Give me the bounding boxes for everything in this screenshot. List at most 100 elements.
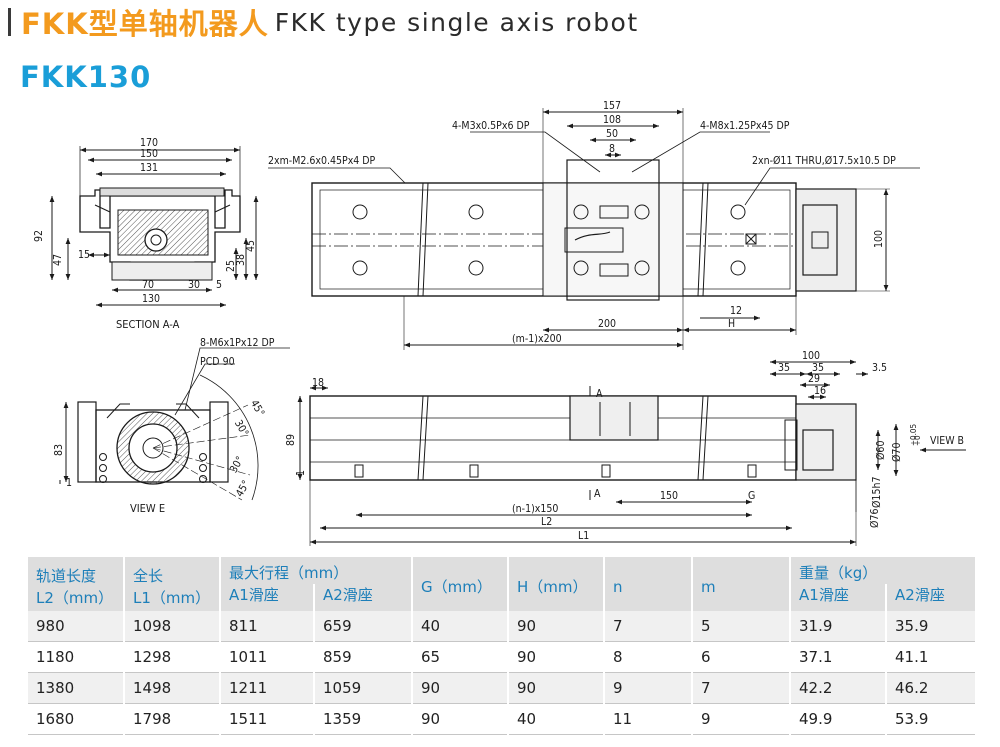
table-cell: 53.9 [886, 703, 978, 735]
table-cell: 1380 [28, 672, 125, 704]
side-view [297, 359, 966, 546]
dim-h: H [728, 318, 735, 330]
table-cell: 46.2 [886, 672, 978, 704]
dim-47: 47 [52, 254, 64, 266]
dim-1: 1 [66, 477, 72, 489]
header-n: n [604, 557, 694, 611]
table-cell: 1098 [124, 611, 221, 642]
table-cell: 49.9 [790, 703, 888, 735]
callout-m3: 4-M3x0.5Px6 DP [452, 120, 530, 132]
table-cell: 6 [692, 641, 792, 673]
dim-16: 16 [814, 385, 826, 397]
view-b-label: VIEW B [930, 435, 964, 447]
table-cell: 9 [692, 703, 792, 735]
table-cell: 659 [314, 611, 414, 642]
dim-dia60: Ø60 [875, 441, 887, 460]
section-mark-a-top: A [596, 388, 603, 400]
header: FKK型单轴机器人 FKK type single axis robot [8, 4, 639, 41]
tolerance-lower: +0 [913, 435, 922, 446]
header-h: H（mm） [508, 557, 606, 611]
table-cell: 1511 [220, 703, 315, 735]
end-view [59, 347, 290, 501]
table-header-row-2: A1滑座 A2滑座 A1滑座 A2滑座 [28, 584, 978, 611]
table-cell: 980 [28, 611, 125, 642]
table-cell: 5 [692, 611, 792, 642]
dim-35-b: 35 [812, 362, 824, 374]
table-cell: 7 [692, 672, 792, 704]
table-cell: 811 [220, 611, 315, 642]
dim-130: 130 [142, 293, 160, 305]
header-stroke-a1: A1滑座 [220, 584, 315, 611]
header-stroke-a2: A2滑座 [314, 584, 414, 611]
dim-92: 92 [33, 230, 45, 242]
section-view [49, 146, 259, 308]
table-cell: 1011 [220, 641, 315, 673]
table-cell: 90 [412, 703, 510, 735]
top-view-labels: 2xm-M2.6x0.45Px4 DP 4-M3x0.5Px6 DP 4-M8x… [268, 100, 896, 345]
table-cell: 1298 [124, 641, 221, 673]
dim-83: 83 [53, 444, 65, 456]
table-cell: 41.1 [886, 641, 978, 673]
callout-pcd: PCD 90 [200, 356, 235, 368]
table-cell: 1498 [124, 672, 221, 704]
header-m: m [692, 557, 792, 611]
table-cell: 90 [412, 672, 510, 704]
dim-dia70: Ø70 [891, 443, 903, 462]
top-view [268, 108, 920, 350]
dim-n-pitch: (n-1)x150 [512, 503, 558, 515]
dim-100: 100 [873, 230, 885, 248]
table-cell: 40 [508, 703, 606, 735]
dim-50: 50 [606, 128, 618, 140]
callout-thru-hole: 2xn-Ø11 THRU,Ø17.5x10.5 DP [752, 155, 896, 167]
table-cell: 7 [604, 611, 694, 642]
header-g: G（mm） [412, 557, 510, 611]
title-english: FKK type single axis robot [274, 7, 639, 37]
table-cell: 42.2 [790, 672, 888, 704]
dim-200: 200 [598, 318, 616, 330]
table-cell: 1798 [124, 703, 221, 735]
dim-l1: L1 [578, 530, 589, 542]
table-cell: 1180 [28, 641, 125, 673]
table-cell: 1680 [28, 703, 125, 735]
table-cell: 1359 [314, 703, 414, 735]
table-cell: 90 [508, 672, 606, 704]
table-cell: 90 [508, 611, 606, 642]
section-label: SECTION A-A [116, 318, 180, 331]
dim-157: 157 [603, 100, 621, 112]
dim-25: 25 [225, 260, 237, 272]
table-cell: 8 [604, 641, 694, 673]
angle-45-top: 45° [248, 398, 267, 419]
dim-dia15h7: Ø15h7 [871, 477, 883, 508]
dim-dia76: Ø76 [869, 509, 881, 528]
side-view-labels: 18 89 1 A A 150 G (n-1)x150 L2 L1 100 35… [285, 350, 964, 542]
dim-29: 29 [808, 373, 820, 385]
section-mark-a-bottom: A [594, 488, 601, 500]
dim-150: 150 [660, 490, 678, 502]
model-name: FKK130 [20, 60, 152, 94]
header-weight-a1: A1滑座 [790, 584, 888, 611]
table-cell: 859 [314, 641, 414, 673]
header-max-stroke: 最大行程（mm） [220, 557, 414, 584]
table-cell: 37.1 [790, 641, 888, 673]
header-weight: 重量（kg） [790, 557, 978, 584]
header-weight-a2: A2滑座 [886, 584, 978, 611]
dim-1-side: 1 [295, 470, 307, 476]
dim-150: 150 [140, 148, 158, 160]
dim-45: 45 [245, 240, 257, 252]
table-cell: 1211 [220, 672, 315, 704]
table-cell: 31.9 [790, 611, 888, 642]
table-cell: 9 [604, 672, 694, 704]
dim-170: 170 [140, 137, 158, 149]
table-cell: 65 [412, 641, 510, 673]
dim-108: 108 [603, 114, 621, 126]
dim-8: 8 [609, 143, 615, 155]
dim-38: 38 [235, 254, 247, 266]
angle-30-bottom: 30° [228, 454, 247, 475]
title-accent-bar [8, 8, 11, 36]
